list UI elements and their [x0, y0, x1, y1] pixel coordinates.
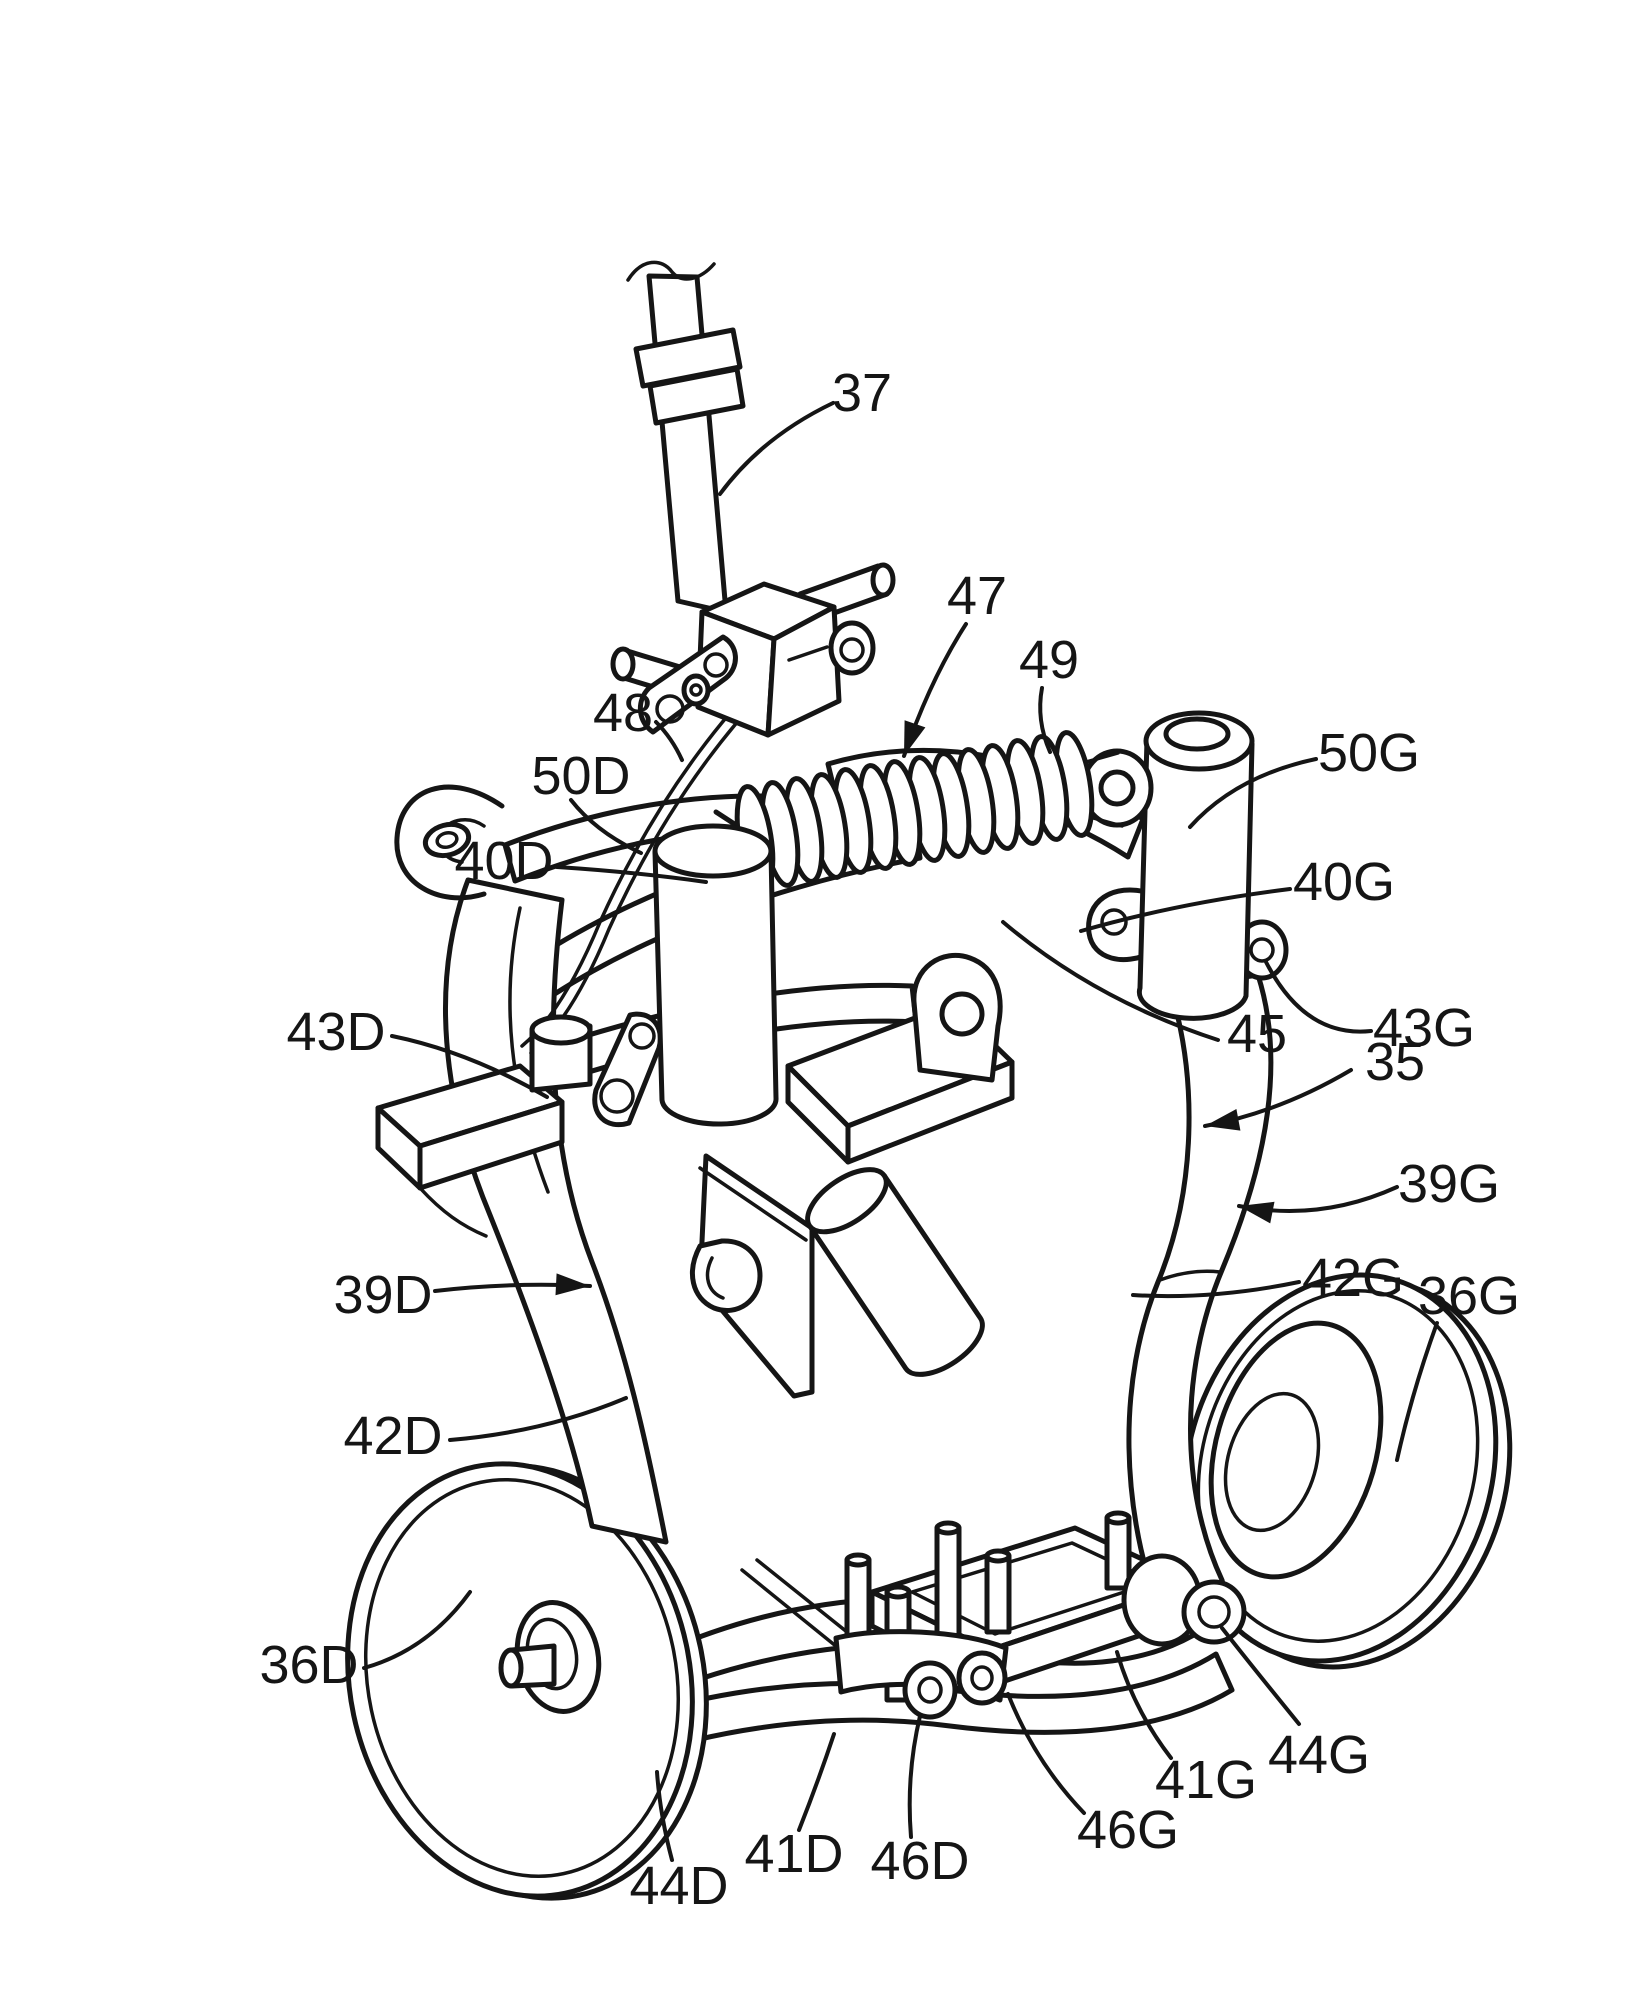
- ref-number-39D: 39D: [333, 1265, 432, 1325]
- ref-label-50D: 50D: [531, 746, 643, 855]
- leader-line-45: [1001, 920, 1220, 1042]
- left-leg: [418, 877, 669, 1545]
- leader-line-46D: [907, 1714, 922, 1839]
- ref-label-39G: 39G: [1237, 1154, 1500, 1224]
- ref-number-48: 48: [593, 683, 653, 743]
- leader-line-49: [1038, 686, 1052, 754]
- right-wheel: [1181, 1272, 1513, 1670]
- steering-column: [626, 260, 746, 615]
- ref-number-45: 45: [1227, 1004, 1287, 1064]
- ref-number-47: 47: [947, 566, 1007, 626]
- ref-label-41D: 41D: [744, 1732, 844, 1884]
- ref-label-42D: 42D: [343, 1396, 628, 1466]
- center-plate-cylinder: [690, 1153, 985, 1399]
- left-cylinder: [652, 823, 779, 1127]
- ref-label-37: 37: [718, 363, 892, 496]
- ref-label-49: 49: [1019, 630, 1079, 754]
- ref-number-41D: 41D: [744, 1824, 843, 1884]
- leader-line-40G: [1079, 887, 1292, 933]
- ref-number-44D: 44D: [629, 1856, 728, 1916]
- ref-label-41G: 41G: [1115, 1650, 1257, 1810]
- leader-line-36D: [362, 1590, 472, 1670]
- ref-number-46D: 46D: [870, 1831, 969, 1891]
- leader-line-41D: [797, 1732, 836, 1832]
- ref-label-48: 48: [593, 683, 684, 762]
- ref-label-47: 47: [902, 566, 1007, 758]
- ref-number-42D: 42D: [343, 1406, 442, 1466]
- ref-label-50G: 50G: [1188, 723, 1420, 829]
- ref-label-39D: 39D: [333, 1265, 592, 1325]
- ref-label-46D: 46D: [870, 1714, 970, 1891]
- ref-label-36D: 36D: [259, 1590, 472, 1695]
- ref-number-37: 37: [832, 363, 892, 423]
- arrowhead-47: [904, 720, 926, 756]
- ref-label-43G: 43G: [1264, 960, 1475, 1058]
- leader-line-43G: [1264, 960, 1373, 1034]
- ref-label-42G: 42G: [1131, 1248, 1404, 1308]
- leader-line-46G: [1006, 1692, 1086, 1815]
- arrowhead-35: [1205, 1108, 1241, 1131]
- ref-label-46G: 46G: [1006, 1692, 1179, 1860]
- ref-number-40D: 40D: [454, 831, 553, 891]
- arrowhead-39D: [555, 1273, 590, 1296]
- ref-number-42G: 42G: [1302, 1248, 1404, 1308]
- leader-line-50D: [569, 798, 643, 855]
- ref-number-46G: 46G: [1077, 1800, 1179, 1860]
- ref-number-50D: 50D: [531, 746, 630, 806]
- right-cylinder: [1136, 710, 1289, 1021]
- leader-line-48: [654, 720, 684, 762]
- rollers: [833, 1629, 1009, 1720]
- leader-line-42G: [1131, 1280, 1301, 1299]
- leader-line-40D: [555, 865, 708, 884]
- right-leg: [1086, 887, 1274, 1633]
- central-pivot-mount: [785, 952, 1015, 1165]
- leader-line-43D: [390, 1034, 549, 1099]
- ref-number-40G: 40G: [1293, 852, 1395, 912]
- ref-number-49: 49: [1019, 630, 1079, 690]
- leader-line-37: [718, 401, 835, 496]
- leader-line-50G: [1188, 757, 1318, 829]
- left-arm-eye: [394, 784, 505, 901]
- arrowhead-39G: [1239, 1201, 1275, 1224]
- leader-line-41G: [1115, 1650, 1173, 1760]
- ref-label-45: 45: [1001, 920, 1287, 1064]
- left-wheel: [345, 1461, 709, 1901]
- ref-label-35: 35: [1203, 1032, 1425, 1131]
- ref-label-36G: 36G: [1395, 1266, 1520, 1462]
- ref-number-44G: 44G: [1268, 1725, 1370, 1785]
- ref-label-44G: 44G: [1220, 1626, 1370, 1785]
- ref-number-36D: 36D: [259, 1635, 358, 1695]
- leader-line-36G: [1395, 1321, 1439, 1462]
- ref-number-36G: 36G: [1418, 1266, 1520, 1326]
- head-block: [610, 562, 896, 738]
- ref-number-41G: 41G: [1155, 1750, 1257, 1810]
- ref-label-40D: 40D: [454, 831, 708, 891]
- ref-label-43D: 43D: [286, 1002, 549, 1099]
- ref-label-44D: 44D: [629, 1770, 729, 1916]
- ref-number-35: 35: [1365, 1032, 1425, 1092]
- ref-label-40G: 40G: [1079, 852, 1395, 933]
- leader-line-44D: [655, 1770, 674, 1862]
- mechanism-drawing: [345, 260, 1513, 1901]
- right-bottom-pivot: [1121, 1553, 1247, 1647]
- leader-line-42D: [448, 1396, 628, 1442]
- ref-number-39G: 39G: [1398, 1154, 1500, 1214]
- ref-number-43G: 43G: [1373, 998, 1475, 1058]
- leader-line-44G: [1220, 1626, 1301, 1726]
- left-clevis-mount: [375, 1011, 663, 1191]
- ref-number-43D: 43D: [286, 1002, 385, 1062]
- ref-number-50G: 50G: [1318, 723, 1420, 783]
